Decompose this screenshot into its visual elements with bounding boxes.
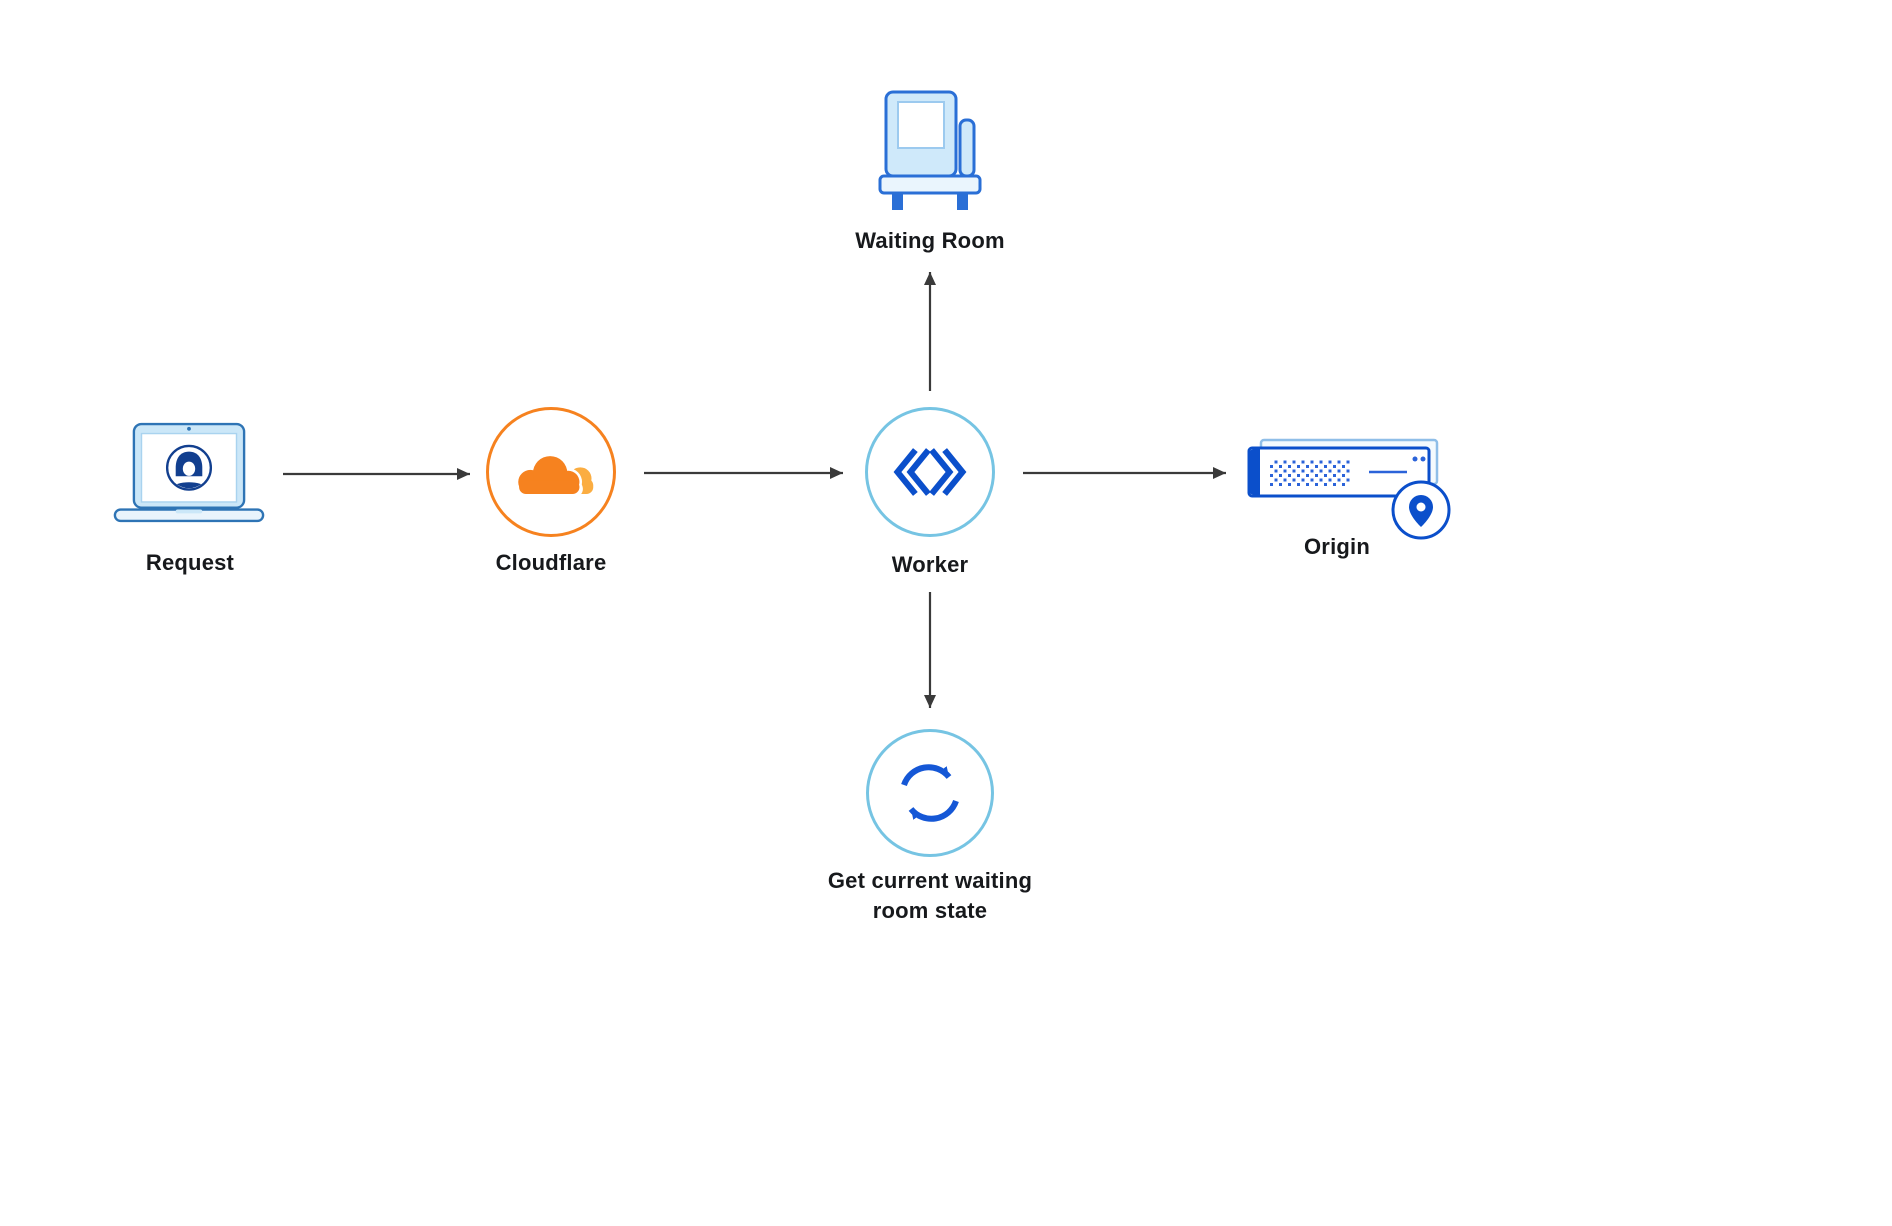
waiting-room-label: Waiting Room [855,228,1005,253]
armchair-icon [878,90,982,210]
server-location-icon [1247,438,1451,540]
request-node [113,422,265,523]
waiting-room-state-node [866,729,994,857]
request-label: Request [145,550,235,575]
cloudflare-node [486,407,616,537]
code-chevrons-icon [893,448,967,496]
waiting-room-state-label: Get current waiting room state [827,868,1033,923]
sync-arrows-icon [901,764,959,822]
laptop-user-icon [113,422,265,523]
origin-node [1243,438,1455,542]
waiting-room-node [878,90,982,212]
cloudflare-cloud-icon [515,453,594,497]
origin-label: Origin [1304,534,1370,559]
cloudflare-label: Cloudflare [495,550,607,575]
worker-label: Worker [891,552,969,577]
worker-node [865,407,995,537]
